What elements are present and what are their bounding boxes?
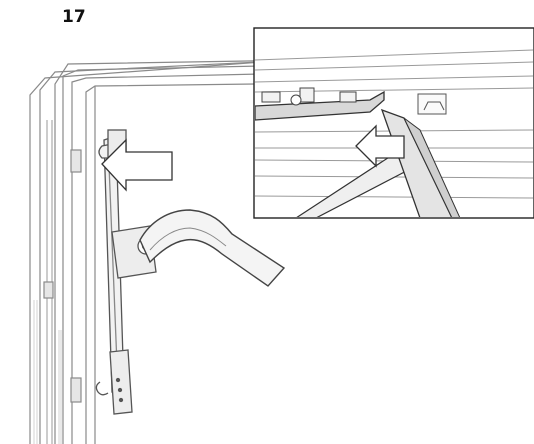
window-handle <box>139 209 286 287</box>
frame-shading <box>33 300 62 444</box>
left-arrow-icon <box>101 138 173 192</box>
detail-inset <box>253 27 534 219</box>
step-number: 17 <box>62 7 86 27</box>
window-frame <box>29 59 311 444</box>
locking-rod <box>95 129 157 415</box>
